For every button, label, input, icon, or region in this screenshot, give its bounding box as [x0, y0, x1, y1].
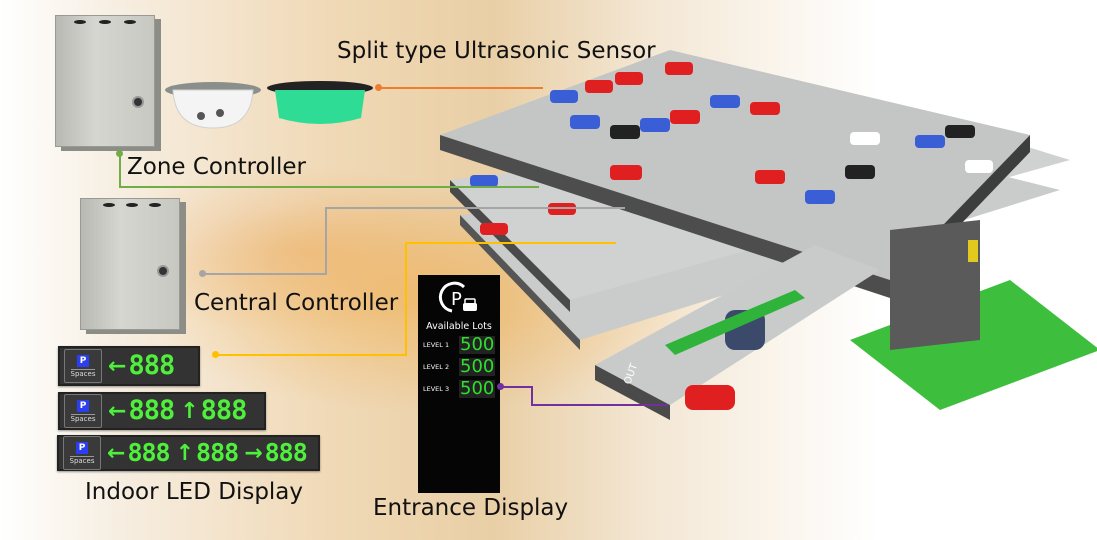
- level-label: LEVEL 3: [423, 385, 450, 393]
- level-count: 500: [459, 356, 496, 377]
- parking-car-icon: P: [438, 281, 477, 313]
- entrance-display-connector: [500, 386, 532, 388]
- central-controller-cabinet: [80, 198, 180, 330]
- level-label: LEVEL 1: [423, 341, 450, 349]
- led-count: 888: [128, 395, 175, 426]
- arrow-left-icon: ←: [108, 398, 127, 424]
- led-count: 888: [264, 438, 308, 467]
- level-row: LEVEL 1 500: [423, 336, 500, 354]
- sensor-connector: [378, 87, 543, 89]
- indoor-led-connector: [215, 354, 406, 356]
- zone-controller-connector: [119, 154, 121, 187]
- entrance-display-label: Entrance Display: [373, 495, 569, 521]
- zone-controller-cabinet: [55, 15, 155, 147]
- led-count: 888: [127, 438, 170, 467]
- level-count: 500: [459, 334, 496, 355]
- indicator-light-icon: [267, 81, 373, 124]
- svg-text:P: P: [451, 289, 462, 310]
- arrow-left-icon: ←: [107, 440, 126, 466]
- level-row: LEVEL 2 500: [423, 358, 500, 376]
- arrow-up-icon: ↑: [175, 440, 195, 466]
- parking-garage-illustration: OUT: [440, 50, 1097, 420]
- arrow-left-icon: ←: [108, 353, 127, 379]
- control-room-floor: [850, 280, 1097, 410]
- central-controller-label: Central Controller: [194, 290, 399, 316]
- arrow-right-icon: →: [244, 440, 263, 466]
- level-1-floor: [440, 50, 1030, 280]
- lock-icon: [132, 96, 144, 108]
- central-controller-connector: [202, 273, 326, 275]
- entrance-display: P Available Lots LEVEL 1 500 LEVEL 2 500…: [418, 275, 500, 493]
- level-row: LEVEL 3 500: [423, 380, 500, 398]
- entrance-title: Available Lots: [426, 321, 492, 332]
- ultrasonic-sensor-icon: [165, 82, 261, 129]
- led-count: 888: [200, 395, 248, 426]
- parked-cars: [470, 62, 993, 235]
- indoor-led-label: Indoor LED Display: [85, 479, 304, 505]
- level-count: 500: [459, 378, 496, 399]
- lock-icon: [157, 265, 169, 277]
- led-count: 888: [128, 350, 175, 381]
- sensor-label: Split type Ultrasonic Sensor: [337, 38, 656, 64]
- entering-car: [685, 385, 735, 410]
- level-label: LEVEL 2: [423, 363, 450, 371]
- led-count: 888: [196, 438, 239, 467]
- arrow-up-icon: ↑: [180, 398, 199, 424]
- zone-controller-label: Zone Controller: [127, 154, 307, 180]
